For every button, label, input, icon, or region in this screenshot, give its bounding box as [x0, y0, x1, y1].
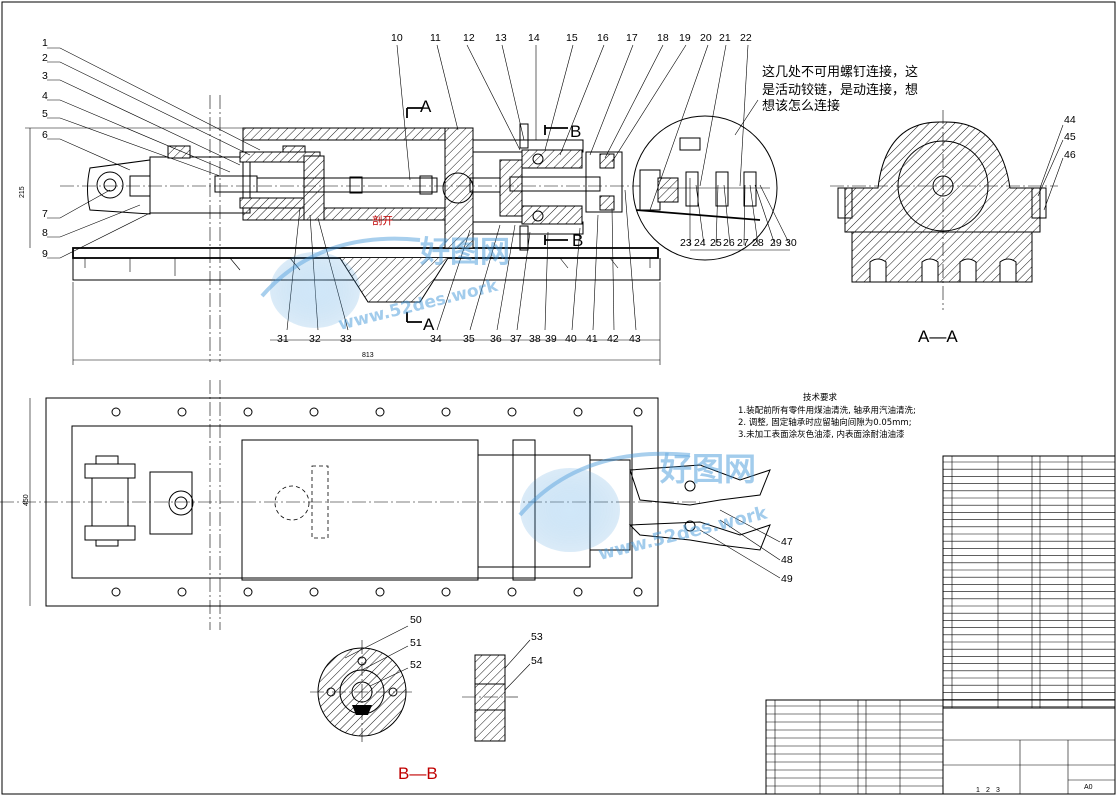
title-block: A0 1 2 3	[765, 699, 1116, 795]
part-no-12: 12	[463, 32, 475, 44]
tech-req-item-2: 2. 调整, 固定轴承时应留轴向间隙为0.05mm;	[738, 417, 912, 428]
part-no-3: 3	[42, 70, 48, 82]
section-b-b: 50 51 52 53 54 B—B	[310, 614, 543, 783]
watermark-brand-2: 好图网	[659, 450, 756, 488]
part-no-36: 36	[490, 333, 502, 345]
part-no-31: 31	[277, 333, 289, 345]
part-no-28: 28	[752, 237, 764, 249]
cut-label: 剖开	[372, 214, 393, 227]
note-line-2: 是活动铰链，是动连接，想	[762, 82, 918, 98]
section-a-top: A	[420, 97, 432, 116]
part-no-5: 5	[42, 108, 48, 120]
part-no-21: 21	[719, 32, 731, 44]
annotation-note: 这几处不可用螺钉连接，这 是活动铰链，是动连接，想 想该怎么连接	[734, 64, 918, 136]
part-no-10: 10	[391, 32, 403, 44]
part-no-6: 6	[42, 129, 48, 141]
watermark-2: 好图网 www.52des.work	[518, 450, 770, 565]
part-no-17: 17	[626, 32, 638, 44]
part-no-27: 27	[737, 237, 749, 249]
view-a-a-label: A—A	[918, 327, 958, 346]
part-no-39: 39	[545, 333, 557, 345]
height-dim: 215	[19, 186, 26, 198]
upper-leaders	[47, 44, 791, 341]
part-no-35: 35	[463, 333, 475, 345]
end-view-a-a: 44 45 46 A—A	[830, 110, 1076, 346]
part-no-50: 50	[410, 614, 422, 626]
part-no-22: 22	[740, 32, 752, 44]
part-no-25: 25	[710, 237, 722, 249]
part-no-46: 46	[1064, 149, 1076, 161]
part-no-38: 38	[529, 333, 541, 345]
part-no-32: 32	[309, 333, 321, 345]
technical-requirements: 技术要求 1.装配前所有零件用煤油清洗, 轴承用汽油清洗; 2. 调整, 固定轴…	[738, 392, 916, 440]
section-a-bottom: A	[423, 315, 435, 334]
part-no-23: 23	[680, 237, 692, 249]
section-b-top: B	[570, 122, 581, 141]
scale-3: 3	[996, 787, 1000, 794]
overall-length-dim: 813	[362, 352, 374, 359]
part-no-51: 51	[410, 637, 422, 649]
upper-part-numbers: 1 2 3 4 5 6 7 8 9 10 11 12 13 14 15 16 1…	[42, 32, 797, 345]
part-no-15: 15	[566, 32, 578, 44]
part-no-53: 53	[531, 631, 543, 643]
part-no-43: 43	[629, 333, 641, 345]
part-no-13: 13	[495, 32, 507, 44]
scale-2: 2	[986, 787, 990, 794]
part-no-48: 48	[781, 554, 793, 566]
note-line-3: 想该怎么连接	[762, 98, 840, 114]
scale-1: 1	[976, 787, 980, 794]
part-no-2: 2	[42, 52, 48, 64]
tech-req-item-1: 1.装配前所有零件用煤油清洗, 轴承用汽油清洗;	[738, 405, 916, 416]
note-line-1: 这几处不可用螺钉连接，这	[762, 64, 918, 80]
part-no-9: 9	[42, 248, 48, 260]
parts-list	[942, 455, 1116, 709]
part-no-42: 42	[607, 333, 619, 345]
part-no-54: 54	[531, 655, 543, 667]
section-b-bottom: B	[572, 231, 583, 250]
part-no-8: 8	[42, 227, 48, 239]
part-no-26: 26	[723, 237, 735, 249]
part-no-7: 7	[42, 208, 48, 220]
part-no-49: 49	[781, 573, 793, 585]
watermark-brand-1: 好图网	[419, 235, 510, 270]
part-no-37: 37	[510, 333, 522, 345]
part-no-19: 19	[679, 32, 691, 44]
plan-width-dim: 450	[23, 494, 30, 506]
sheet-size: A0	[1084, 784, 1093, 791]
part-no-40: 40	[565, 333, 577, 345]
part-no-20: 20	[700, 32, 712, 44]
part-no-11: 11	[430, 32, 441, 44]
part-no-16: 16	[597, 32, 609, 44]
part-no-1: 1	[42, 37, 48, 49]
view-b-b-label: B—B	[398, 764, 438, 783]
part-no-30: 30	[785, 237, 797, 249]
part-no-14: 14	[528, 32, 540, 44]
part-no-18: 18	[657, 32, 669, 44]
part-no-47: 47	[781, 536, 793, 548]
part-no-34: 34	[430, 333, 442, 345]
tech-req-item-3: 3.未加工表面涂灰色油漆, 内表面涂耐油油漆	[738, 429, 905, 440]
plan-view: 450 47 48 49	[0, 380, 793, 630]
part-no-45: 45	[1064, 131, 1076, 143]
part-no-41: 41	[586, 333, 598, 345]
part-no-33: 33	[340, 333, 352, 345]
tech-req-title: 技术要求	[803, 392, 838, 403]
front-section-view: 813 215 A A B B 剖开	[19, 95, 778, 365]
part-no-24: 24	[694, 237, 706, 249]
part-no-52: 52	[410, 659, 422, 671]
part-no-4: 4	[42, 90, 48, 102]
part-no-44: 44	[1064, 114, 1076, 126]
part-no-29: 29	[770, 237, 782, 249]
